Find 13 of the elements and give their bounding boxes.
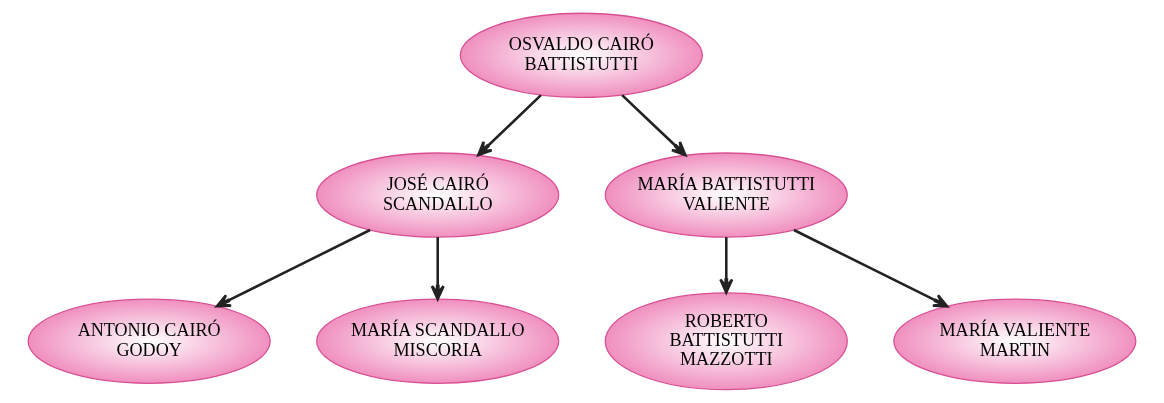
arrow (215, 228, 371, 308)
arrow (793, 228, 949, 308)
node-ellipse: ROBERTO BATTISTUTTI MAZZOTTI (604, 292, 848, 391)
arrow (719, 237, 734, 294)
node-ellipse: MARÍA VALIENTE MARTIN (893, 298, 1137, 384)
node-ellipse: OSVALDO CAIRÓ BATTISTUTTI (459, 12, 703, 98)
node-ellipse: MARÍA SCANDALLO MISCORIA (316, 298, 560, 384)
arrow (621, 94, 687, 157)
arrow (477, 94, 542, 157)
node-ellipse: ANTONIO CAIRÓ GODOY (27, 298, 271, 384)
node-ellipse: MARÍA BATTISTUTTI VALIENTE (604, 152, 848, 238)
arrow (430, 237, 445, 301)
node-ellipse: JOSÉ CAIRÓ SCANDALLO (316, 152, 560, 238)
